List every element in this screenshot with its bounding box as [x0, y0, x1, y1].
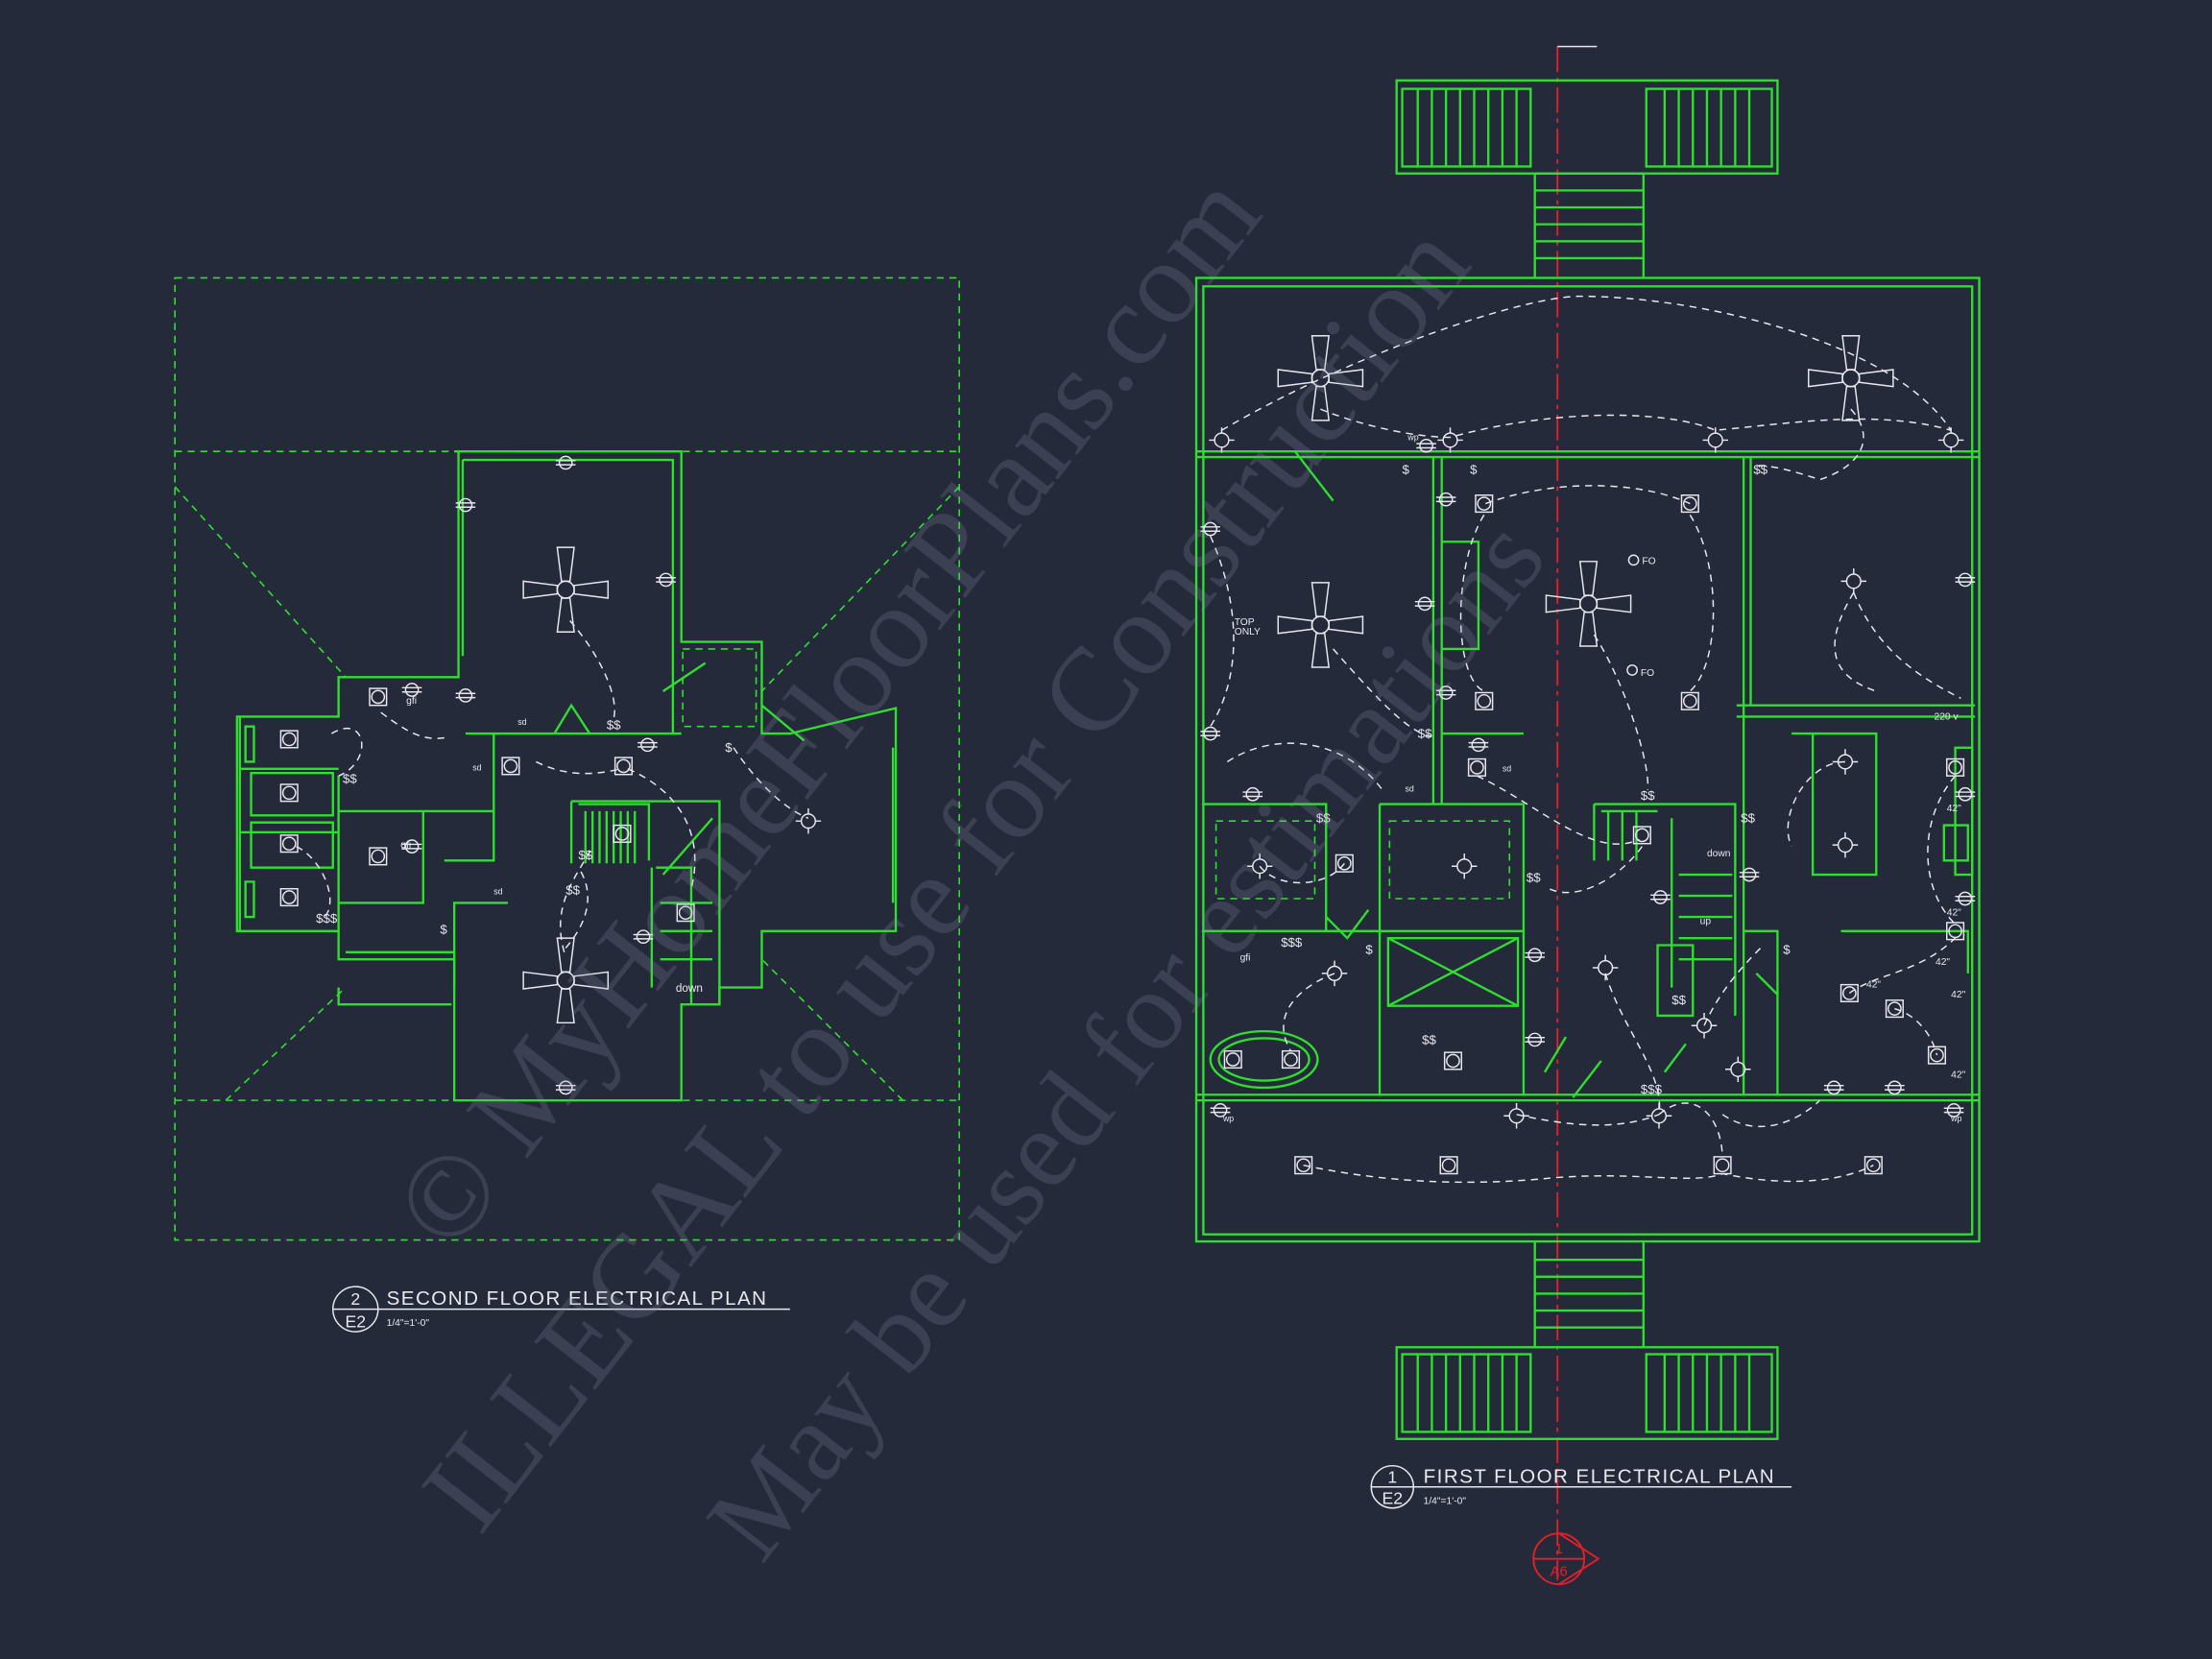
- second-floor-plan: $$ $$ $$$ $$ $$ $ $ gfi gfi sd sd sd dow…: [174, 276, 960, 1241]
- height-label: 42": [1936, 957, 1950, 968]
- stair-down-label: down: [1707, 849, 1731, 859]
- first-floor-outline: [1194, 276, 1981, 1243]
- outlet-icon: [401, 683, 423, 697]
- height-label: 42": [1947, 908, 1961, 919]
- sheet-number: E2: [346, 1312, 367, 1332]
- smoke-detector-label: sd: [1406, 783, 1414, 793]
- switch-label: $$$: [1641, 1082, 1663, 1096]
- switch-label: $$$: [1281, 935, 1303, 950]
- switch-label: $: [725, 740, 733, 755]
- switch-label: $: [1783, 942, 1791, 956]
- smoke-detector-label: sd: [472, 762, 481, 772]
- sheet-number: E2: [1382, 1488, 1404, 1507]
- drawing-title: FIRST FLOOR ELECTRICAL PLAN: [1424, 1465, 1775, 1487]
- switch-label: $$: [565, 883, 580, 898]
- stair-up-label: up: [1700, 916, 1712, 926]
- switch-label: $$: [578, 848, 592, 862]
- weatherproof-label: wp: [1222, 1114, 1234, 1123]
- drawing-scale: 1/4"=1'-0": [387, 1318, 430, 1329]
- height-label: 42": [1951, 990, 1965, 1000]
- section-sheet: A6: [1551, 1564, 1568, 1579]
- second-floor-walls: [235, 450, 898, 1102]
- floor-outlet-label: FO: [1641, 668, 1654, 679]
- watermark: © MyHomeFloorPlans.com ILLEGAL to use fo…: [369, 150, 1569, 1581]
- roof-outline: [174, 276, 960, 1241]
- floor-outlet-icon: [1626, 664, 1638, 676]
- drawing-number: 1: [1387, 1467, 1397, 1486]
- light-icon: [369, 847, 388, 866]
- first-floor-plan: TOP ONLY FO FO down up 220 v 42" 42" 42"…: [1194, 45, 1981, 1580]
- light-icon: [501, 757, 520, 776]
- section-marker: 1 A6: [1532, 1532, 1600, 1586]
- light-icon: [613, 757, 634, 776]
- circuit-wiring: [1210, 295, 1961, 1184]
- smoke-detector-label: sd: [1503, 764, 1511, 774]
- section-number: 1: [1555, 1542, 1563, 1557]
- switch-label: $$: [1641, 788, 1655, 803]
- ceiling-fan-icon: [522, 546, 610, 634]
- switch-label: $$: [1527, 870, 1541, 884]
- switch-label: $$: [1671, 993, 1686, 1007]
- gfi-label: gfi: [400, 840, 411, 851]
- light-icon: [279, 887, 299, 907]
- switch-label: $$: [607, 718, 621, 733]
- weatherproof-label: wp: [1407, 432, 1418, 442]
- smoke-detector-label: sd: [517, 717, 526, 727]
- switch-label: $$: [1418, 726, 1432, 740]
- ceiling-fan-icon: [1808, 334, 1894, 421]
- light-icon: [279, 834, 299, 854]
- switch-label: $$: [1753, 463, 1767, 477]
- smoke-detector-label: sd: [493, 887, 502, 897]
- weatherproof-label: wp: [1950, 1114, 1961, 1123]
- top-only-label: TOP: [1235, 617, 1255, 628]
- switch-label: $: [1365, 942, 1373, 956]
- light-icon: [279, 730, 299, 749]
- gfi-label: gfi: [406, 696, 417, 707]
- first-floor-title-block: 1 E2 FIRST FLOOR ELECTRICAL PLAN 1/4"=1'…: [1370, 1464, 1792, 1509]
- drawing-scale: 1/4"=1'-0": [1424, 1496, 1467, 1506]
- floor-outlet-icon: [1627, 554, 1640, 566]
- stair-down-label: down: [676, 982, 703, 995]
- floor-outlet-label: FO: [1642, 557, 1655, 567]
- switch-label: $$: [1316, 811, 1331, 826]
- switch-label: $: [440, 923, 447, 937]
- outlet-icon: [454, 688, 476, 703]
- light-icon: [369, 687, 388, 707]
- drawing-number: 2: [350, 1289, 360, 1309]
- drawing-title: SECOND FLOOR ELECTRICAL PLAN: [387, 1287, 768, 1310]
- second-floor-title-block: 2 E2 SECOND FLOOR ELECTRICAL PLAN 1/4"=1…: [332, 1286, 790, 1333]
- switch-label: $$: [343, 772, 357, 786]
- voltage-label: 220 v: [1935, 711, 1960, 722]
- switch-label: $: [1470, 463, 1478, 477]
- height-label: 42": [1947, 804, 1961, 814]
- switch-label: $$: [1741, 811, 1755, 826]
- height-label: 42": [1951, 1070, 1965, 1081]
- switch-label: $: [1403, 463, 1410, 477]
- outlet-icon: [555, 455, 577, 470]
- switch-label: $$: [1422, 1032, 1436, 1046]
- height-label: 42": [1866, 980, 1881, 991]
- outlet-icon: [637, 737, 659, 753]
- switch-label: $$$: [316, 911, 338, 926]
- light-icon: [279, 783, 299, 803]
- gfi-label: gfi: [1240, 953, 1251, 964]
- top-only-label: ONLY: [1235, 627, 1261, 637]
